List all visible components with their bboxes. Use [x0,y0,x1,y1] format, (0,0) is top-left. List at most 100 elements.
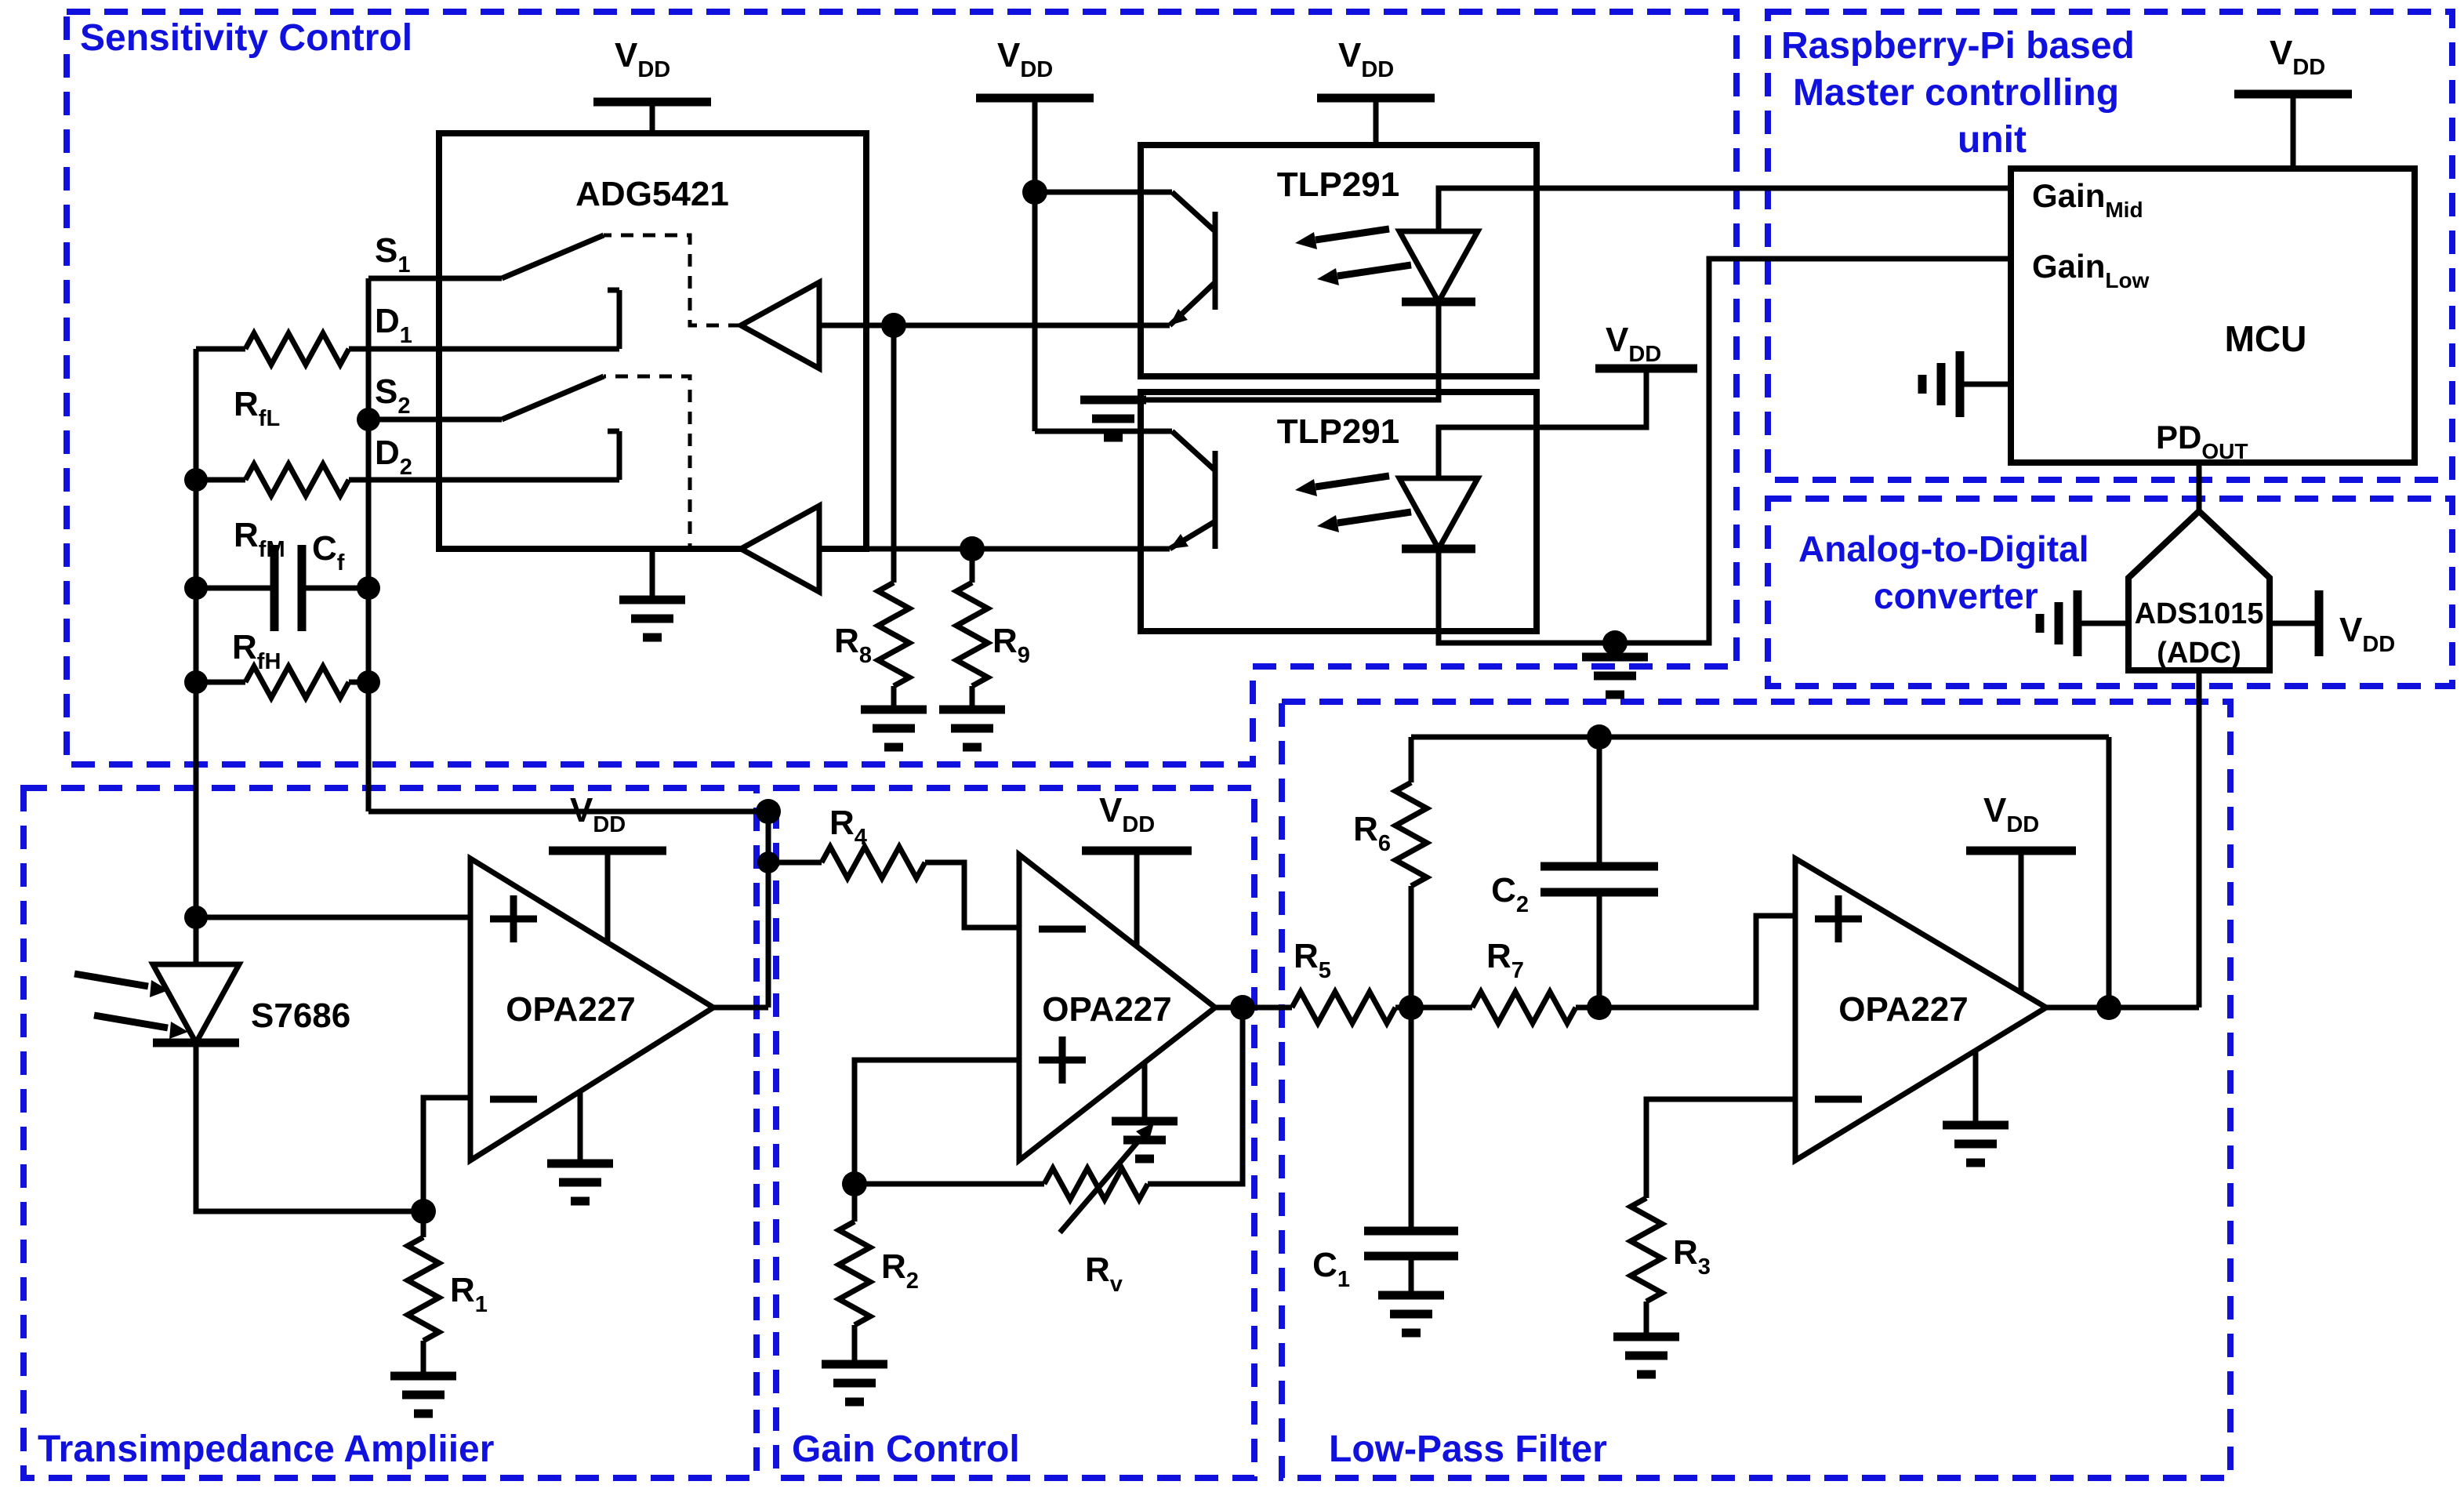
label-r5: R5 [1294,937,1331,983]
label-c2: C2 [1491,871,1529,917]
ground-r9 [939,705,1005,752]
label-c1: C1 [1312,1246,1350,1292]
buffer-2 [735,501,822,597]
sensitivity-control-box [64,9,1740,768]
label-pin-d1: D1 [375,302,412,348]
labels-layer: Sensitivity Control Raspberry-Pi basedMas… [38,17,2395,1470]
label-vdd-opa1: VDD [570,791,626,837]
label-cf: Cf [312,529,345,575]
switch-2 [500,373,605,423]
label-rfm: RfM [234,516,285,562]
ground-r2 [822,1360,887,1407]
label-pin-s1: S1 [375,231,411,278]
opamp1-triangle [467,853,719,1166]
ground-r1 [390,1371,456,1418]
tlp291-1-block [894,93,2011,442]
resistor-r4 [818,840,928,884]
label-rfl: RfL [234,385,280,431]
ground-opa2 [1112,1116,1178,1164]
label-vdd-adg: VDD [615,36,670,82]
light-arrow [93,1011,169,1032]
rv-arrow [1058,1136,1143,1235]
buffer-1 [735,278,822,373]
label-title-rpi-3: unit [1958,119,2027,161]
label-title-adc-1: Analog-to-Digital [1798,528,2089,569]
label-opa227-1: OPA227 [506,990,636,1029]
label-adg5421: ADG5421 [575,175,729,213]
label-title-sensitivity: Sensitivity Control [80,17,412,59]
label-pin-d2: D2 [375,434,412,480]
label-r8: R8 [834,622,872,668]
r8-r9 [861,313,1005,752]
label-vdd-bus: VDD [997,36,1053,82]
tia-section [74,799,781,1418]
feedback-network [184,275,622,964]
label-pd-out: PDOUT [2156,419,2248,463]
gainmid-wire [1435,185,2011,231]
label-r4: R4 [829,804,867,850]
label-pin-s2: S2 [375,372,411,419]
label-vdd-tlp1: VDD [1338,36,1394,82]
label-title-rpi-2: Master controlling [1793,72,2119,114]
label-s7686: S7686 [251,997,350,1035]
phototransistor-2 [1168,429,1218,551]
resistor-r7 [1469,986,1579,1029]
label-vdd-tlp2: VDD [1606,321,1661,367]
resistor-rfl [242,327,352,371]
adc-block [2035,506,2324,1007]
label-title-adc-2: converter [1874,575,2038,616]
capacitor-c2 [1540,862,1658,897]
rpi-box [1765,9,2455,483]
label-tlp291-1: TLP291 [1277,165,1400,204]
label-title-rpi-1: Raspberry-Pi based [1781,25,2135,67]
resistor-rv [1041,1162,1151,1206]
light-arrow [1315,225,1390,244]
label-mcu: MCU [2225,318,2307,359]
label-title-gain: Gain Control [792,1429,1020,1470]
light-arrow [1337,261,1412,280]
resistor-r6 [1389,779,1433,889]
ground-c1 [1378,1291,1444,1338]
ground-opa1 [547,1159,613,1206]
ground-led1 [1080,395,1146,442]
label-adc-sub: (ADC) [2157,637,2241,670]
ground-opa3 [1943,1120,2009,1167]
tlp291-2-block [972,256,2011,699]
ground-mcu [1918,351,1965,417]
capacitor-c1 [1364,1226,1458,1261]
label-ads1015: ADS1015 [2135,597,2264,630]
ground-led2 [1582,652,1648,699]
label-opa227-2: OPA227 [1042,990,1172,1029]
light-arrow [1315,472,1390,491]
resistor-r1 [401,1234,445,1344]
label-r7: R7 [1486,937,1524,983]
gain-section [757,840,1292,1407]
label-r6: R6 [1353,810,1391,856]
ground-adg [619,595,685,642]
gainlow-wire [1435,256,2011,646]
label-vdd-opa3: VDD [1983,791,2039,837]
resistor-r5 [1289,986,1399,1029]
ground-r8 [861,705,927,752]
resistor-rfm [242,458,352,502]
label-vdd-mcu: VDD [2270,34,2325,80]
label-title-tia: Transimpedance Ampliier [38,1429,494,1470]
resistor-rfh [242,660,352,704]
capacitor-cf [270,545,307,631]
light-arrow [1337,508,1412,527]
label-tlp291-2: TLP291 [1277,412,1400,451]
resistor-r3 [1624,1195,1668,1305]
lpf-section [1289,724,2199,1379]
ground-adc [2035,590,2082,656]
label-vdd-opa2: VDD [1099,791,1155,837]
photodiode-s7686 [148,961,244,1049]
opamp3-triangle [1792,853,2052,1166]
label-rfh: RfH [232,628,281,674]
phototransistor-1 [1167,190,1218,328]
resistor-r2 [833,1218,876,1328]
label-r9: R9 [992,622,1030,668]
label-title-lpf: Low-Pass Filter [1329,1429,1607,1470]
lpf-box [1279,699,2234,1481]
vdd-collector-bus [976,93,1172,434]
